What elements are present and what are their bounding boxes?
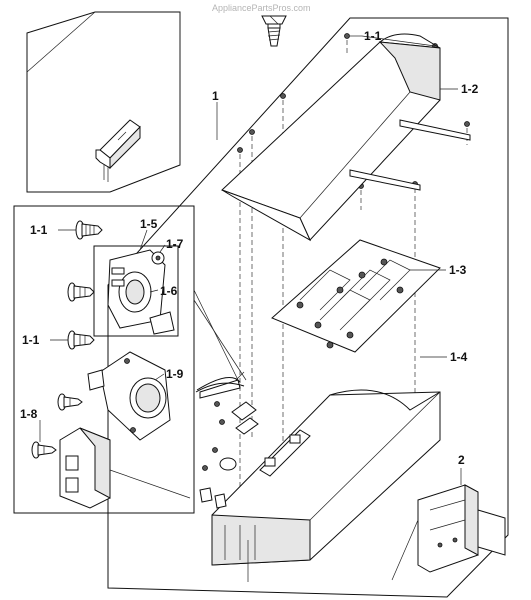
mounting-bracket-part (391, 484, 506, 581)
screw-1-8 (31, 441, 57, 459)
callout-1-1-a: 1-1 (30, 223, 48, 237)
assembly-outline (107, 17, 509, 598)
leader-lines (39, 35, 462, 485)
callout-1-3: 1-3 (449, 263, 467, 277)
inset-top-left (26, 11, 181, 193)
screw-middle (57, 393, 83, 411)
heater-housing-part (211, 389, 441, 582)
callout-1-7: 1-7 (166, 237, 184, 251)
thermal-cutoff-part (87, 351, 171, 441)
callout-1-8: 1-8 (20, 407, 38, 421)
callout-1-2: 1-2 (461, 82, 479, 96)
callout-1-5: 1-5 (140, 217, 158, 231)
duct-cover-part (221, 33, 471, 242)
screw-1-1-upper (75, 220, 103, 240)
housing-small-parts (196, 371, 259, 509)
screw-1-1-lower (67, 330, 95, 350)
callout-1-9: 1-9 (166, 367, 184, 381)
callout-labels: 1 1-1 1-2 1-3 1-4 2 1-1 1-5 1-7 1-6 1-1 … (20, 29, 479, 467)
terminal-cover-part (59, 427, 191, 509)
screw-thermostat-left (67, 282, 95, 302)
screw-detail-icon (261, 15, 287, 47)
callout-1-1-b: 1-1 (22, 333, 40, 347)
igniter-module-part (95, 119, 141, 182)
heater-plate-part (271, 239, 441, 353)
callout-1-1-top: 1-1 (364, 29, 382, 43)
detail-inset-box (13, 205, 247, 514)
callout-2: 2 (458, 453, 465, 467)
callout-1-4: 1-4 (450, 350, 468, 364)
thermostat-assembly-part (93, 245, 179, 337)
callout-1-6: 1-6 (160, 284, 178, 298)
callout-1: 1 (212, 89, 219, 103)
watermark-text: AppliancePartsPros.com (212, 3, 311, 13)
